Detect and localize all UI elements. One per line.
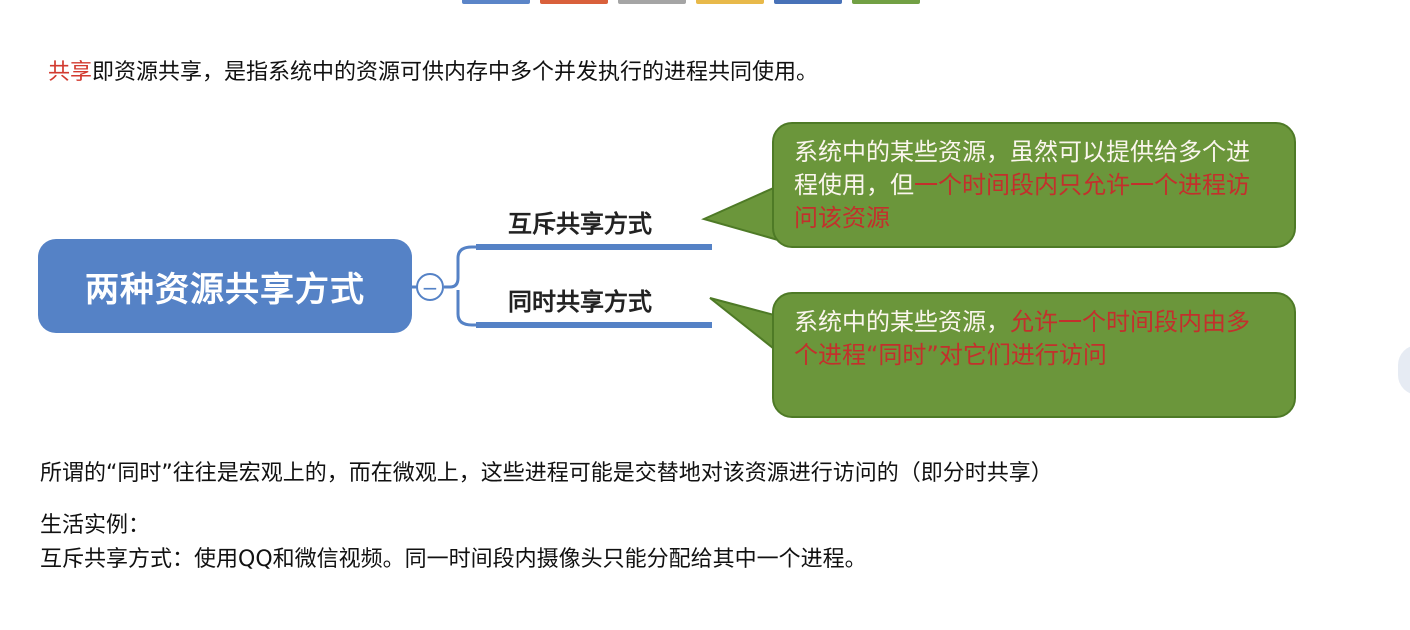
toolbar-tab-navy[interactable] bbox=[774, 0, 842, 4]
toolbar-tab-gray[interactable] bbox=[618, 0, 686, 4]
example-heading: 生活实例： bbox=[40, 513, 151, 538]
callout-simultaneous-highlight: 允许一个时间段内由多个进程“同时”对它们进行访 bbox=[794, 308, 1250, 369]
callout-mutex-text: 系统中的某些资源，虽然可以提供给多个进程使用，但 bbox=[794, 138, 1250, 199]
intro-rest: 即资源共享，是指系统中的资源可供内存中多个并发执行的进程共同使用。 bbox=[92, 60, 819, 85]
callout-simultaneous-text: 系统中的某些资源， bbox=[794, 308, 1010, 336]
intro-sentence: 共享即资源共享，是指系统中的资源可供内存中多个并发执行的进程共同使用。 bbox=[48, 58, 818, 88]
toolbar-tab-blue[interactable] bbox=[462, 0, 530, 4]
toolbar-tab-yellow[interactable] bbox=[696, 0, 764, 4]
callout-simultaneous-tail: 问 bbox=[1082, 341, 1107, 369]
central-topic[interactable]: 两种资源共享方式 bbox=[38, 239, 412, 333]
note-sentence: 所谓的“同时”往往是宏观上的，而在微观上，这些进程可能是交替地对该资源进行访问的… bbox=[40, 461, 1053, 486]
toolbar-tab-red[interactable] bbox=[540, 0, 608, 4]
central-topic-label: 两种资源共享方式 bbox=[85, 269, 365, 310]
intro-highlight: 共享 bbox=[48, 60, 93, 85]
toolbar-tab-green[interactable] bbox=[852, 0, 920, 4]
branch-mutex-label[interactable]: 互斥共享方式 bbox=[508, 210, 652, 238]
example-line: 互斥共享方式：使用QQ和微信视频。同一时间段内摄像头只能分配给其中一个进程。 bbox=[40, 547, 867, 572]
collapse-toggle-icon[interactable]: − bbox=[416, 273, 444, 301]
callout-simultaneous: 系统中的某些资源，允许一个时间段内由多个进程“同时”对它们进行访问 bbox=[772, 292, 1296, 418]
branch-simultaneous-label[interactable]: 同时共享方式 bbox=[508, 288, 652, 316]
callout-mutex-highlight: 一个时间段内只允许一个进程访问该资源 bbox=[794, 171, 1250, 232]
side-float-handle[interactable] bbox=[1398, 345, 1410, 395]
callout-mutex: 系统中的某些资源，虽然可以提供给多个进程使用，但一个时间段内只允许一个进程访问该… bbox=[772, 122, 1296, 248]
